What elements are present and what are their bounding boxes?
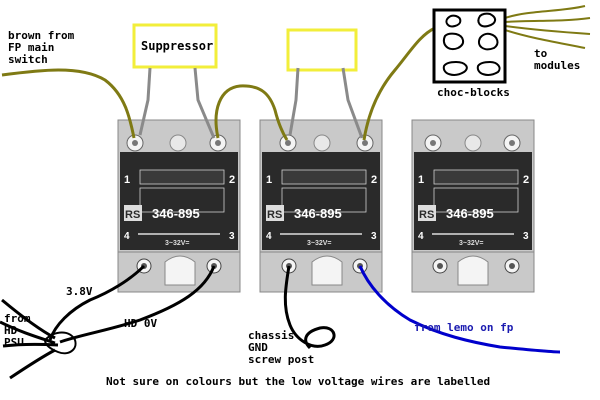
brown-from-line1: brown from xyxy=(8,29,75,42)
to-modules-line1: to xyxy=(534,47,548,60)
brown-from-line3: switch xyxy=(8,53,48,66)
svg-text:346-895: 346-895 xyxy=(294,206,342,221)
black-wire-bundle xyxy=(43,331,77,355)
svg-text:1: 1 xyxy=(266,174,272,186)
svg-text:4: 4 xyxy=(124,231,130,242)
svg-text:2: 2 xyxy=(371,174,377,186)
component-box xyxy=(286,28,358,72)
chassis-line2: GND xyxy=(248,341,268,354)
brown-from-line2: FP main xyxy=(8,41,55,54)
brown-wire-fp-switch xyxy=(1,68,136,139)
brown-wire-link xyxy=(214,84,289,141)
svg-text:1: 1 xyxy=(418,174,424,186)
component-lead-right xyxy=(341,67,364,139)
svg-text:3: 3 xyxy=(229,231,235,242)
svg-text:3: 3 xyxy=(523,231,529,242)
choc-blocks-label: choc-blocks xyxy=(437,86,510,99)
relay-2-labels: 1 2 4 3 RS 346-895 3~32V= xyxy=(266,174,377,247)
brown-wire-choc xyxy=(362,26,436,141)
relay-3-labels: 1 2 4 3 RS 346-895 3~32V= xyxy=(418,174,529,247)
svg-text:346-895: 346-895 xyxy=(152,206,200,221)
svg-text:3~32V=: 3~32V= xyxy=(307,240,332,247)
svg-text:RS: RS xyxy=(419,209,434,221)
black-wires-hd-psu xyxy=(0,298,59,380)
component-lead-left xyxy=(288,67,300,136)
hd-0v-label: HD 0V xyxy=(124,317,158,330)
svg-text:4: 4 xyxy=(418,231,424,242)
from-hd-line3: PSU xyxy=(4,336,24,349)
svg-text:3~32V=: 3~32V= xyxy=(165,240,190,247)
relay-3 xyxy=(411,119,535,293)
black-wire-3v8 xyxy=(48,264,146,341)
svg-text:RS: RS xyxy=(267,209,282,221)
to-modules-label: to modules xyxy=(534,48,580,72)
blue-wire-lemo xyxy=(358,265,561,354)
to-modules-line2: modules xyxy=(534,59,581,72)
from-hd-line1: from xyxy=(4,312,31,325)
svg-text:346-895: 346-895 xyxy=(446,206,494,221)
3v8-label: 3.8V xyxy=(66,285,93,298)
chassis-gnd-label: chassis GND screw post xyxy=(248,330,314,366)
suppressor-lead-left xyxy=(138,67,152,136)
svg-text:RS: RS xyxy=(125,209,140,221)
relay-1-labels: 1 2 4 3 RS 346-895 3~32V= xyxy=(124,174,235,247)
svg-text:3: 3 xyxy=(371,231,377,242)
black-wire-chassis xyxy=(283,265,336,350)
relay-2 xyxy=(259,119,383,293)
chassis-line1: chassis xyxy=(248,329,295,342)
svg-text:2: 2 xyxy=(229,174,235,186)
from-hd-psu-label: from HD PSU xyxy=(4,313,31,349)
svg-text:2: 2 xyxy=(523,174,529,186)
svg-text:3~32V=: 3~32V= xyxy=(459,240,484,247)
suppressor-label: Suppressor xyxy=(141,39,214,53)
suppressor-lead-right xyxy=(193,67,216,139)
from-lemo-label: from lemo on fp xyxy=(414,321,514,334)
suppressor-box xyxy=(132,23,218,69)
relay-1 xyxy=(117,119,241,293)
svg-text:4: 4 xyxy=(266,231,272,242)
brown-from-label: brown from FP main switch xyxy=(8,30,74,66)
choc-block-box xyxy=(432,8,507,84)
chassis-line3: screw post xyxy=(248,353,315,366)
black-wire-hd-0v xyxy=(59,265,216,344)
from-hd-line2: HD xyxy=(4,324,18,337)
svg-text:1: 1 xyxy=(124,174,130,186)
brown-wires-to-modules xyxy=(504,5,591,49)
footer-note: Not sure on colours but the low voltage … xyxy=(106,375,491,388)
